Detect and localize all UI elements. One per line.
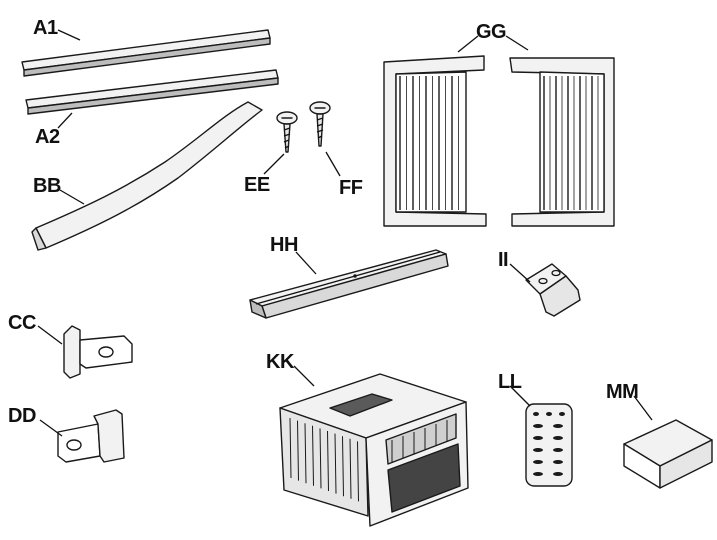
- label-dd: DD: [8, 405, 36, 427]
- grille-slat: [297, 420, 299, 481]
- part-mm-foam-block: [623, 419, 713, 489]
- part-ii-bracket: [525, 263, 581, 317]
- leader-hh: [295, 251, 317, 275]
- leader-dd: [39, 419, 63, 437]
- remote-button: [553, 424, 563, 428]
- leader-ii: [509, 263, 531, 283]
- leader-mm: [633, 395, 653, 421]
- grille-slat: [327, 430, 329, 492]
- leader-gg-left: [457, 35, 479, 53]
- part-gg-side-curtains: [383, 55, 615, 227]
- part-ff-screw: [309, 101, 331, 147]
- leader-bb: [59, 189, 85, 205]
- remote-button: [533, 412, 539, 416]
- part-bb-foam-seal: [31, 101, 263, 251]
- grille-slat: [357, 441, 359, 502]
- remote-button: [533, 424, 543, 428]
- grille-slat: [349, 438, 352, 499]
- leader-a1: [57, 29, 81, 41]
- label-ff: FF: [339, 177, 363, 199]
- remote-button: [553, 436, 563, 440]
- part-hh-top-rail: [249, 249, 449, 319]
- grille-slat: [342, 436, 344, 497]
- remote-button: [559, 412, 565, 416]
- grille-slat: [289, 417, 292, 479]
- leader-ee: [263, 153, 285, 175]
- label-ee: EE: [244, 174, 270, 196]
- label-hh: HH: [270, 234, 298, 256]
- remote-button: [533, 436, 543, 440]
- leader-cc: [37, 325, 63, 345]
- label-mm: MM: [606, 381, 638, 403]
- remote-button: [546, 412, 552, 416]
- label-kk: KK: [266, 351, 295, 373]
- leader-kk: [293, 365, 315, 387]
- part-a1-rail: [21, 29, 271, 77]
- part-kk-air-conditioner: [279, 373, 469, 527]
- grille-slat: [319, 428, 322, 489]
- part-a2-rail: [25, 69, 279, 115]
- label-gg: GG: [476, 21, 506, 43]
- label-ii: II: [498, 249, 508, 271]
- leader-ff: [325, 151, 341, 177]
- remote-button: [533, 472, 543, 476]
- leader-a2: [57, 112, 73, 129]
- part-cc-bracket: [63, 325, 133, 379]
- label-ll: LL: [498, 371, 522, 393]
- grille-slat: [334, 433, 337, 494]
- leader-gg-right: [505, 35, 529, 51]
- grille-slat: [304, 423, 307, 484]
- remote-button: [553, 460, 563, 464]
- grille-slat: [312, 425, 314, 486]
- label-a2: A2: [35, 126, 60, 148]
- label-bb: BB: [33, 175, 61, 197]
- label-cc: CC: [8, 312, 36, 334]
- remote-button: [553, 472, 563, 476]
- remote-button: [533, 460, 543, 464]
- label-a1: A1: [33, 17, 58, 39]
- part-dd-bracket: [57, 409, 125, 463]
- remote-button: [533, 448, 543, 452]
- part-ee-screw: [276, 111, 298, 153]
- remote-button: [553, 448, 563, 452]
- part-ll-remote-control: [525, 403, 573, 487]
- leader-ll: [509, 385, 531, 407]
